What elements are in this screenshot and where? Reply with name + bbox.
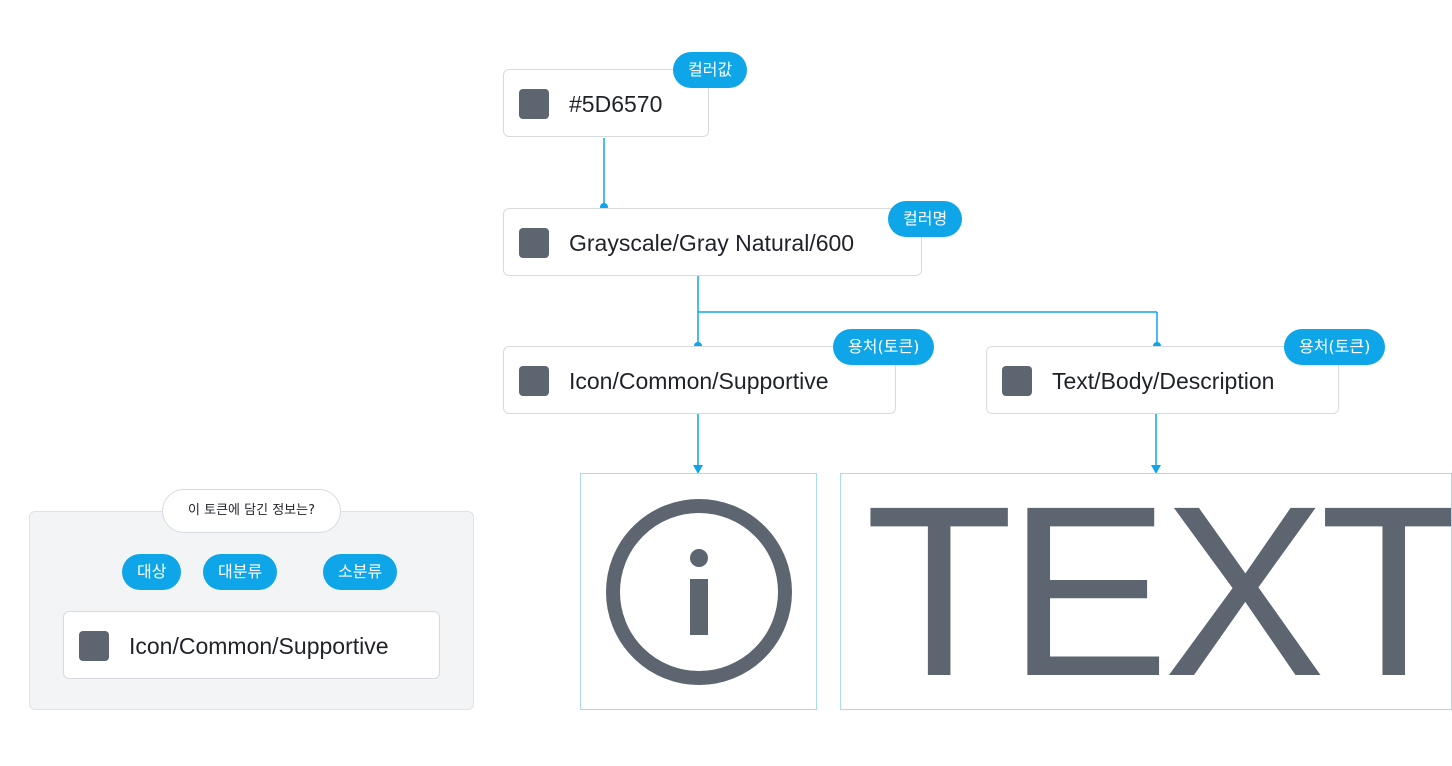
color-name-label: Grayscale/Gray Natural/600 — [569, 230, 855, 256]
icon-token-node: Icon/Common/Supportive — [503, 346, 896, 414]
color-swatch — [519, 89, 549, 119]
color-name-node: Grayscale/Gray Natural/600 — [503, 208, 922, 276]
text-token-label: Text/Body/Description — [1052, 368, 1275, 394]
icon-usage-tag: 용처(토큰) — [833, 329, 935, 365]
question-bubble: 이 토큰에 담긴 정보는? — [162, 489, 341, 533]
text-preview-sample: TEXT — [865, 473, 1452, 710]
text-token-node: Text/Body/Description — [986, 346, 1339, 414]
color-swatch — [519, 228, 549, 258]
color-name-tag: 컬러명 — [888, 201, 963, 237]
text-preview: TEXT — [840, 473, 1452, 710]
color-swatch — [519, 366, 549, 396]
anatomy-token-label: Icon/Common/Supportive — [129, 633, 389, 659]
color-swatch — [1002, 366, 1032, 396]
color-value-tag: 컬러값 — [673, 52, 748, 88]
part-tag-category: 대분류 — [203, 554, 278, 590]
color-value-label: #5D6570 — [569, 91, 663, 117]
color-swatch — [79, 631, 109, 661]
part-tag-target: 대상 — [122, 554, 182, 590]
info-circle-icon — [606, 499, 792, 685]
anatomy-token-node: Icon/Common/Supportive — [63, 611, 440, 679]
color-value-node: #5D6570 — [503, 69, 709, 137]
part-tag-subcategory: 소분류 — [323, 554, 398, 590]
icon-preview — [580, 473, 817, 710]
text-usage-tag: 용처(토큰) — [1284, 329, 1386, 365]
icon-token-label: Icon/Common/Supportive — [569, 368, 829, 394]
